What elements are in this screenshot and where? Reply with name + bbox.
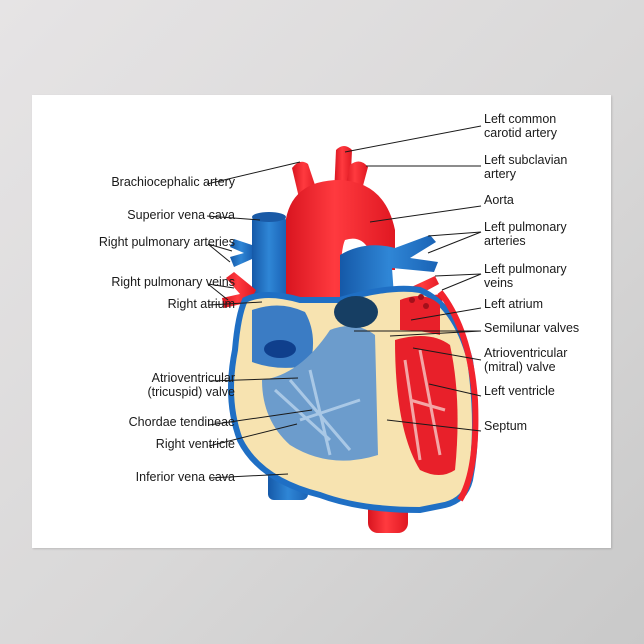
label-left-common-carotid-line1: Left common bbox=[484, 112, 557, 126]
label-right-ventricle: Right ventricle bbox=[155, 437, 235, 451]
label-left-subclavian-line1: Left subclavian bbox=[484, 153, 568, 167]
label-left-subclavian-line2: artery bbox=[484, 167, 516, 181]
label-left-pulmonary-veins-line1: Left pulmonary bbox=[484, 262, 567, 276]
label-septum: Septum bbox=[484, 419, 528, 433]
right-atrium bbox=[252, 305, 314, 368]
label-right-pulmonary-arteries: Right pulmonary arteries bbox=[98, 235, 235, 249]
label-inferior-vena-cava: Inferior vena cava bbox=[135, 470, 235, 484]
label-left-pulmonary-arteries-line2: arteries bbox=[484, 234, 526, 248]
label-mitral-valve-line2: (mitral) valve bbox=[484, 360, 556, 374]
aortic-arch bbox=[285, 180, 395, 300]
label-mitral-valve-line1: Atrioventricular bbox=[484, 346, 568, 360]
poster: Brachiocephalic artery Superior vena cav… bbox=[32, 95, 611, 548]
label-left-pulmonary-veins-line2: veins bbox=[484, 276, 514, 290]
left-atrium bbox=[400, 296, 440, 335]
label-left-atrium: Left atrium bbox=[484, 297, 544, 311]
label-right-atrium: Right atrium bbox=[167, 297, 235, 311]
label-right-pulmonary-veins: Right pulmonary veins bbox=[111, 275, 235, 289]
label-left-common-carotid-line2: carotid artery bbox=[484, 126, 557, 140]
label-superior-vena-cava: Superior vena cava bbox=[127, 208, 235, 222]
label-chordae-tendineae: Chordae tendineae bbox=[128, 415, 235, 429]
leader-lines bbox=[206, 125, 482, 479]
label-semilunar-valves: Semilunar valves bbox=[484, 321, 580, 335]
label-left-ventricle: Left ventricle bbox=[484, 384, 555, 398]
right-ventricle bbox=[262, 326, 378, 461]
label-tricuspid-valve-line1: Atrioventricular bbox=[151, 371, 235, 385]
semilunar-valve bbox=[334, 296, 378, 328]
label-brachiocephalic-artery: Brachiocephalic artery bbox=[111, 175, 235, 189]
heart-illustration bbox=[206, 125, 482, 533]
label-tricuspid-valve-line2: (tricuspid) valve bbox=[147, 385, 235, 399]
label-aorta: Aorta bbox=[484, 193, 514, 207]
label-left-pulmonary-arteries-line1: Left pulmonary bbox=[484, 220, 567, 234]
